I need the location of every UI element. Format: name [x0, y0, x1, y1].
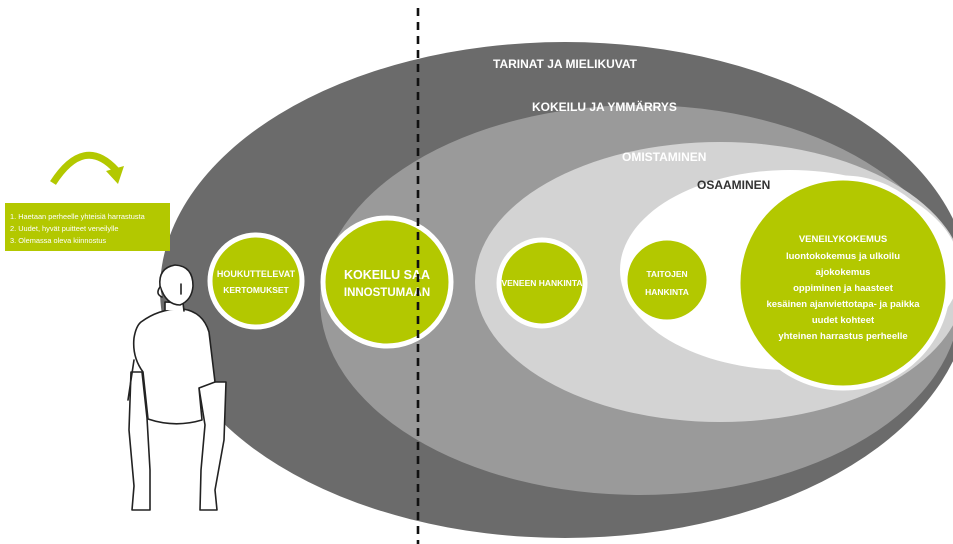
- taitojen-line1: TAITOJEN: [646, 269, 687, 279]
- veneily-line-6: yhteinen harrastus perheelle: [778, 331, 907, 342]
- kokeilu-line2: INNOSTUMAAN: [344, 287, 430, 299]
- person-icon: [127, 264, 227, 511]
- kokeilu-line1: KOKEILU SAA: [344, 268, 430, 282]
- veneily-title: VENEILYKOKEMUS: [799, 234, 887, 245]
- note-item-1: 1. Haetaan perheelle yhteisiä harrastust…: [10, 212, 146, 221]
- circle-veneen: [496, 237, 588, 329]
- veneily-line-2: ajokokemus: [816, 267, 871, 278]
- veneen-line1: VENEEN HANKINTA: [501, 278, 582, 288]
- note-item-3: 3. Olemassa oleva kiinnostus: [10, 236, 106, 245]
- veneily-line-3: oppiminen ja haasteet: [793, 283, 894, 294]
- layer-label-osaaminen: OSAAMINEN: [697, 178, 770, 192]
- veneily-line-4: kesäinen ajanviettotapa- ja paikka: [766, 299, 920, 310]
- curved-arrow-icon: [50, 151, 124, 185]
- layer-label-tarinat: TARINAT JA MIELIKUVAT: [493, 57, 638, 71]
- circle-taitojen: [622, 235, 712, 325]
- note-box: [5, 203, 170, 251]
- note-item-2: 2. Uudet, hyvät puitteet veneilylle: [10, 224, 118, 233]
- circle-houkuttelevat: [207, 232, 305, 330]
- layer-label-kokeilu: KOKEILU JA YMMÄRRYS: [532, 99, 677, 114]
- circle-kokeilu: [320, 215, 454, 349]
- circle-veneily: [735, 175, 951, 391]
- taitojen-line2: HANKINTA: [645, 287, 689, 297]
- houkuttelevat-line2: KERTOMUKSET: [223, 285, 289, 295]
- veneily-line-1: luontokokemus ja ulkoilu: [786, 251, 900, 262]
- layer-label-omistaminen: OMISTAMINEN: [622, 150, 706, 164]
- houkuttelevat-line1: HOUKUTTELEVAT: [217, 269, 296, 279]
- veneily-line-5: uudet kohteet: [812, 315, 875, 326]
